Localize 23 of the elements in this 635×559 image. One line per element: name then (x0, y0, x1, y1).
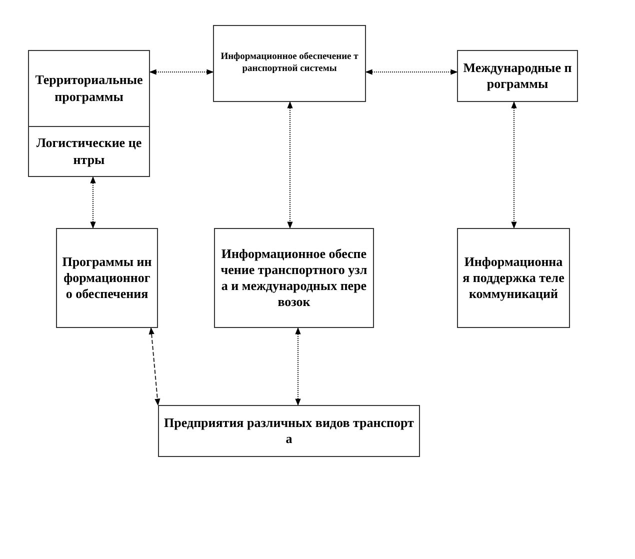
arrow (365, 69, 458, 75)
arrow (511, 101, 517, 229)
box-label: Информационное обеспечение транспортного узла и международных перевозок (220, 246, 368, 310)
box-label: Предприятия различных видов транспорта (163, 414, 415, 448)
process-box (457, 228, 570, 328)
arrow (287, 101, 293, 229)
box-label: Информационная поддержка телекоммуникаций (462, 254, 565, 302)
process-box (28, 50, 150, 127)
process-box (457, 50, 578, 102)
process-box (56, 228, 158, 328)
box-label: Международные программы (462, 60, 573, 92)
process-box (213, 25, 366, 102)
box-label: Информационное обеспечение транспортной системы (220, 52, 360, 76)
box-label: Территориальные программы (34, 72, 144, 105)
arrow (295, 327, 301, 406)
process-box (214, 228, 374, 328)
box-label: Программы информационного обеспечения (61, 254, 153, 302)
process-box (158, 405, 420, 457)
process-box (28, 126, 150, 177)
box-label: Логистические центры (35, 135, 143, 168)
arrow (148, 327, 160, 406)
arrow (90, 176, 96, 229)
arrow (149, 69, 214, 75)
